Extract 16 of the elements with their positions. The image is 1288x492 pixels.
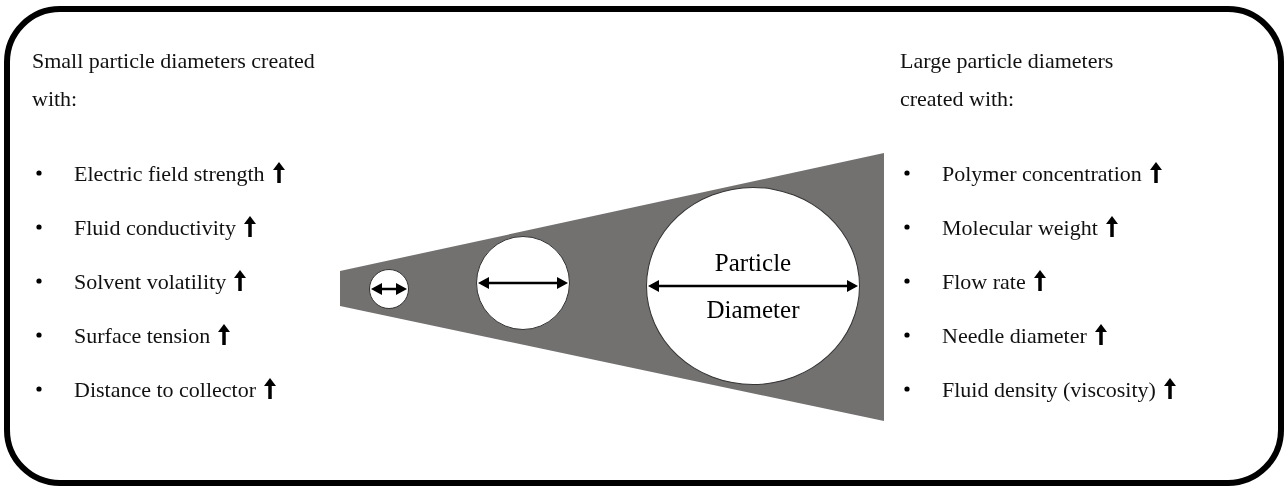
- circle-label: Diameter: [706, 297, 800, 322]
- factor-text: Needle diameter: [942, 321, 1087, 350]
- trapezoid-shape: [340, 153, 884, 421]
- factor-text: Flow rate: [942, 267, 1026, 296]
- circle-label: Particle: [714, 250, 792, 275]
- factor-text: Fluid conductivity: [74, 213, 236, 242]
- factor-text: Electric field strength: [74, 159, 265, 188]
- factor-text: Solvent volatility: [74, 267, 227, 296]
- column-heading: Large particle diameters created with:: [900, 47, 1115, 113]
- column-heading: Small particle diameters created with:: [32, 47, 316, 113]
- factor-text: Fluid density (viscosity): [942, 375, 1156, 404]
- factor-text: Surface tension: [74, 321, 211, 350]
- frame-box: [4, 6, 1284, 486]
- factor-text: Molecular weight: [942, 213, 1098, 242]
- factor-text: Distance to collector: [74, 375, 257, 404]
- factor-text: Polymer concentration: [942, 159, 1142, 188]
